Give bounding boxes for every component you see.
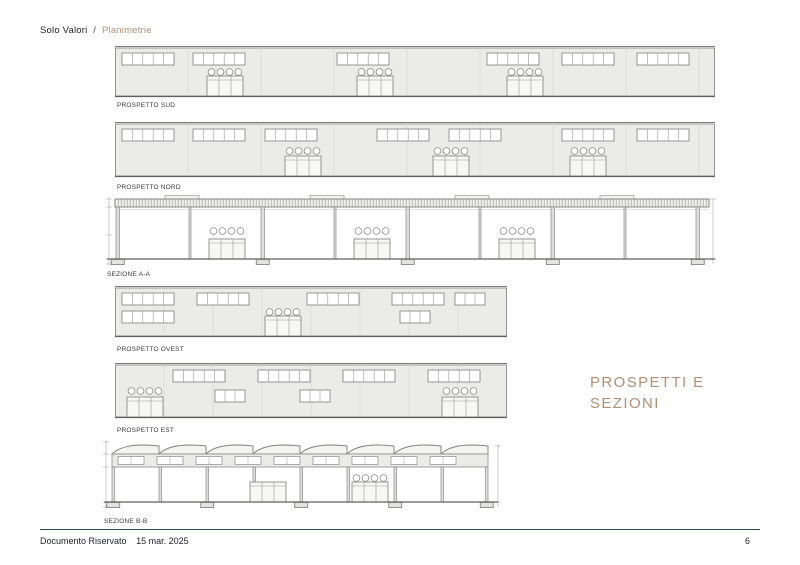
footer-divider	[40, 529, 760, 530]
section-title: PROSPETTI E SEZIONI	[590, 372, 705, 414]
prospetto-sud-elevation	[115, 46, 715, 98]
breadcrumb: Solo Valori / Planimetrie	[40, 25, 152, 36]
page-number: 6	[744, 536, 750, 546]
drawing-prospetto-ovest: PROSPETTO OVEST	[115, 284, 507, 353]
footer-text: Documento Riservato 15 mar. 2025	[40, 536, 189, 546]
drawing-label: SEZIONE A-A	[107, 271, 151, 278]
drawing-label: SEZIONE B-B	[104, 518, 148, 525]
footer-date: 15 mar. 2025	[136, 536, 189, 546]
drawing-label: PROSPETTO NORD	[117, 184, 181, 191]
drawing-label: PROSPETTO OVEST	[117, 346, 184, 353]
breadcrumb-secondary: Planimetrie	[101, 25, 152, 36]
sezione-bb-section	[103, 440, 501, 508]
breadcrumb-separator: /	[93, 25, 97, 36]
drawing-label: PROSPETTO EST	[117, 427, 175, 434]
prospetto-nord-elevation	[115, 122, 715, 178]
sezione-aa-section	[106, 195, 716, 265]
drawing-label: PROSPETTO SUD	[117, 102, 176, 109]
breadcrumb-primary: Solo Valori	[40, 25, 88, 36]
drawing-sezione-aa: SEZIONE A-A	[105, 195, 717, 278]
drawing-prospetto-est: PROSPETTO EST	[115, 361, 507, 434]
section-title-line2: SEZIONI	[590, 395, 660, 412]
drawing-prospetto-sud: PROSPETTO SUD	[115, 44, 715, 109]
footer-document-label: Documento Riservato	[40, 536, 127, 546]
drawing-sezione-bb: SEZIONE B-B	[102, 438, 502, 525]
drawing-prospetto-nord: PROSPETTO NORD	[115, 120, 715, 191]
prospetto-ovest-elevation	[115, 286, 507, 338]
section-title-line1: PROSPETTI E	[590, 374, 705, 391]
prospetto-est-elevation	[115, 363, 507, 419]
